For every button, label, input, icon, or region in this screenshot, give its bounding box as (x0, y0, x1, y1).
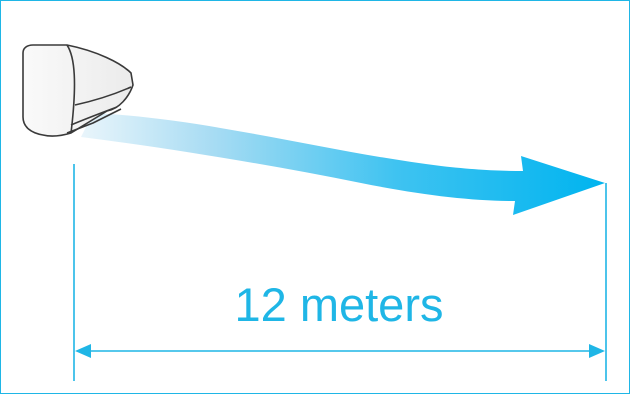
double-headed-dimension-arrow-icon (75, 344, 605, 358)
airflow-arrow-icon (81, 113, 605, 215)
distance-label: 12 meters (235, 278, 444, 331)
